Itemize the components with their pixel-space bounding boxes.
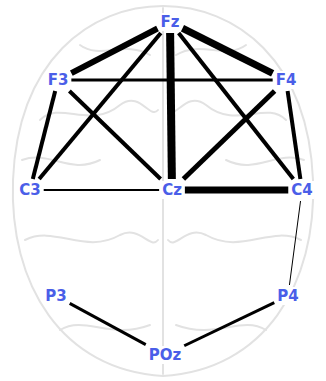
connectivity-line bbox=[185, 187, 288, 194]
electrode-name: C4 bbox=[291, 181, 312, 199]
electrode-label: Cz bbox=[161, 181, 183, 199]
connectivity-line bbox=[39, 33, 161, 179]
electrode-name: P4 bbox=[277, 287, 298, 305]
electrode-label: C3 bbox=[18, 181, 41, 199]
electrode-name: Cz bbox=[162, 181, 182, 199]
electrode-label: Fz bbox=[160, 13, 181, 31]
connectivity-line bbox=[69, 91, 160, 179]
electrode-label: F4 bbox=[275, 71, 298, 89]
electrode-name: F4 bbox=[276, 71, 297, 89]
electrode-name: POz bbox=[149, 346, 181, 364]
connectivity-line bbox=[33, 91, 55, 179]
electrode-label: F3 bbox=[47, 71, 70, 89]
electrode-label: P4 bbox=[276, 287, 299, 305]
electrode-label: POz bbox=[148, 346, 182, 364]
connectivity-line bbox=[289, 201, 300, 285]
electrode-label: P3 bbox=[44, 287, 67, 305]
connectivity-line bbox=[184, 303, 274, 346]
connectivity-line bbox=[182, 28, 272, 73]
electrode-name: F3 bbox=[48, 71, 69, 89]
electrode-label: C4 bbox=[290, 181, 313, 199]
connectivity-line bbox=[71, 79, 272, 82]
electrode-name: P3 bbox=[45, 287, 66, 305]
connectivity-line bbox=[179, 33, 294, 179]
connectivity-line bbox=[170, 33, 172, 179]
connectivity-line bbox=[44, 189, 159, 191]
electrode-name: Fz bbox=[161, 13, 180, 31]
connectivity-line bbox=[183, 91, 274, 179]
connectivity-line bbox=[288, 91, 301, 179]
connectivity-line bbox=[70, 303, 146, 344]
electrode-name: C3 bbox=[19, 181, 40, 199]
